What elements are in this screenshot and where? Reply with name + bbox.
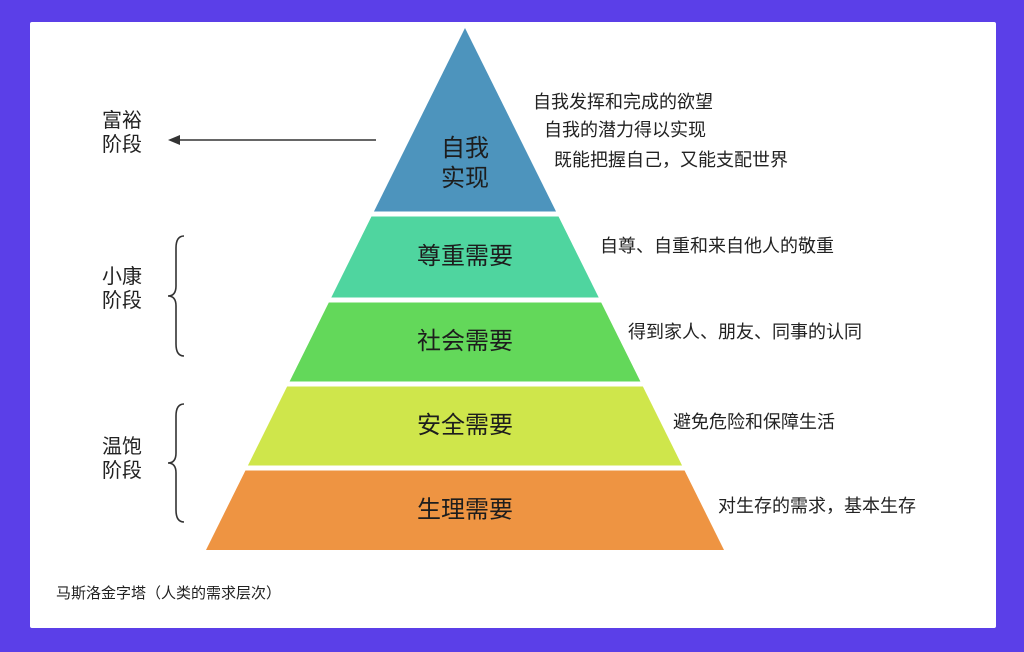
stage-label-comfortable-line-1: 小康 (102, 264, 142, 288)
stage-label-wealthy-line-1: 富裕 (102, 108, 142, 132)
stage-label-subsistence: 温饱 阶段 (102, 434, 142, 482)
tier-social (289, 302, 641, 382)
desc-social: 得到家人、朋友、同事的认同 (628, 322, 862, 343)
brace-subsistence-icon (167, 403, 185, 523)
desc-physiological: 对生存的需求，基本生存 (718, 496, 916, 517)
tier-social-label: 社会需要 (417, 327, 513, 355)
desc-self-actualization-1: 自我发挥和完成的欲望 (533, 92, 713, 113)
stage-label-comfortable: 小康 阶段 (102, 264, 142, 312)
arrowhead-icon (168, 135, 180, 145)
tier-safety (247, 386, 683, 466)
tier-esteem-label: 尊重需要 (417, 242, 513, 270)
desc-self-actualization-3: 既能把握自己，又能支配世界 (554, 150, 788, 171)
tier-self-actualization-label-line-2: 实现 (441, 164, 489, 192)
diagram-canvas: 自我实现尊重需要社会需要安全需要生理需要 富裕 阶段 小康 阶段 温饱 阶段 自… (30, 22, 996, 628)
stage-label-wealthy-line-2: 阶段 (102, 132, 142, 156)
brace-comfortable-icon (167, 235, 185, 357)
desc-esteem: 自尊、自重和来自他人的敬重 (600, 236, 834, 257)
tier-physiological-label: 生理需要 (417, 495, 513, 523)
tier-safety-label: 安全需要 (417, 411, 513, 439)
stage-label-subsistence-line-1: 温饱 (102, 434, 142, 458)
stage-label-comfortable-line-2: 阶段 (102, 288, 142, 312)
tier-esteem (331, 216, 599, 298)
diagram-caption: 马斯洛金字塔（人类的需求层次） (56, 584, 282, 602)
desc-self-actualization-2: 自我的潜力得以实现 (544, 120, 706, 141)
tier-physiological (206, 470, 724, 550)
desc-safety: 避免危险和保障生活 (673, 412, 835, 433)
stage-label-subsistence-line-2: 阶段 (102, 458, 142, 482)
tier-self-actualization-label-line-1: 自我 (441, 134, 489, 162)
stage-label-wealthy: 富裕 阶段 (102, 108, 142, 156)
tier-self-actualization (373, 28, 557, 212)
